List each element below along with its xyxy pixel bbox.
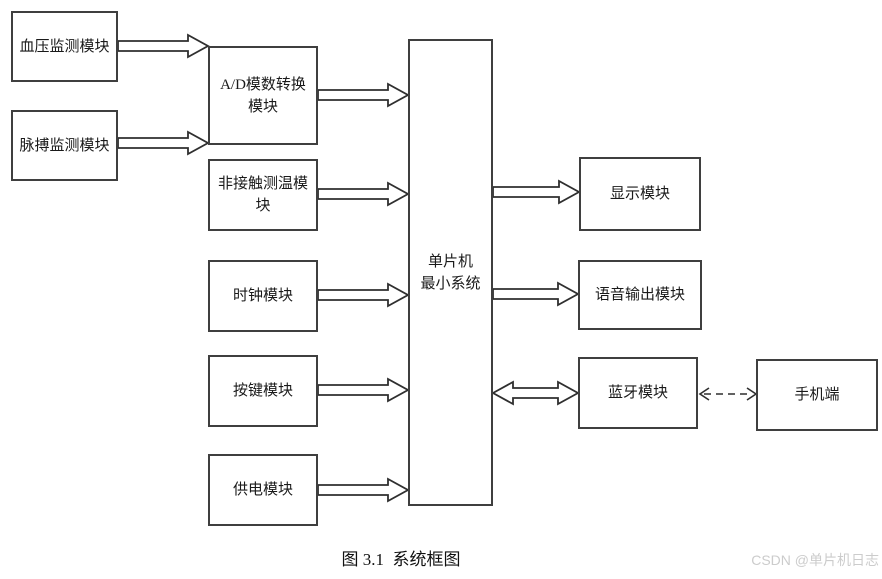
- arrow-keys-to-mcu: [317, 377, 410, 403]
- node-temperature-module: 非接触测温模块: [208, 159, 318, 231]
- csdn-watermark: CSDN @单片机日志: [751, 552, 879, 568]
- arrow-mcu-to-voice: [492, 281, 580, 307]
- node-label: 脉搏监测模块: [19, 137, 110, 154]
- arrow-mcu-bluetooth-bidirectional: [491, 380, 580, 406]
- node-label: 非接触测温模块: [217, 176, 308, 214]
- node-label: 语音输出模块: [594, 287, 685, 303]
- node-adc-module: A/D模数转换模块: [208, 46, 318, 145]
- arrow-clock-to-mcu: [317, 282, 410, 308]
- node-display-module: 显示模块: [579, 157, 701, 231]
- node-label: 手机端: [794, 387, 840, 403]
- arrow-adc-to-mcu: [317, 82, 410, 108]
- figure-caption: 图 3.1 系统框图: [341, 550, 461, 569]
- node-mcu-minimal-system: 单片机 最小系统: [408, 39, 493, 506]
- node-voice-output-module: 语音输出模块: [578, 260, 702, 330]
- arrow-mcu-to-display: [492, 179, 581, 205]
- node-label: 显示模块: [609, 186, 670, 202]
- arrow-power-to-mcu: [317, 477, 410, 503]
- node-phone-client: 手机端: [756, 359, 878, 431]
- node-clock-module: 时钟模块: [208, 260, 318, 332]
- node-label: 蓝牙模块: [607, 385, 668, 401]
- node-bluetooth-module: 蓝牙模块: [578, 357, 698, 429]
- node-label: 时钟模块: [232, 288, 293, 304]
- node-keys-module: 按键模块: [208, 355, 318, 427]
- node-label: A/D模数转换模块: [220, 76, 306, 115]
- node-blood-pressure-module: 血压监测模块: [11, 11, 118, 82]
- node-pulse-module: 脉搏监测模块: [11, 110, 118, 181]
- node-label: 供电模块: [232, 482, 293, 498]
- node-label-line1: 单片机: [427, 253, 473, 270]
- arrow-temp-to-mcu: [317, 181, 410, 207]
- node-label: 血压监测模块: [19, 38, 110, 55]
- arrow-pulse-to-adc: [117, 130, 210, 156]
- node-label-line2: 最小系统: [420, 275, 481, 292]
- arrow-blood-pressure-to-adc: [117, 33, 210, 59]
- node-power-module: 供电模块: [208, 454, 318, 526]
- arrow-bluetooth-phone-dashed: [698, 387, 758, 401]
- node-label: 按键模块: [232, 383, 293, 399]
